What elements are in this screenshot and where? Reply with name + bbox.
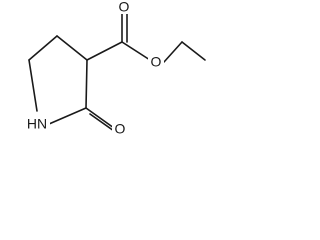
ester-carbonyl-oxygen-label: O [119,0,130,15]
bond-ch2-ch3 [181,41,206,61]
bond-ring-carbonyl-outer [85,107,115,129]
nitrogen-label: HN [27,116,47,132]
ester-ether-oxygen-background [148,54,164,70]
ring-carbonyl-oxygen-label: O [115,121,126,137]
ester-ether-oxygen-label: O [151,54,162,70]
bond-ring-c4-c5 [28,35,58,61]
bond-ring-carbonyl-inner [89,113,115,132]
bond-ring-c3-c4 [56,35,88,61]
bond-c3-ester-carbon [86,41,123,61]
bond-ring-n1-c2 [48,107,87,125]
nitrogen-label-background [24,116,50,132]
ring-carbonyl-oxygen-background [112,121,127,137]
bond-ring-c2-c3 [85,59,88,109]
bond-ring-c5-n1 [28,59,38,112]
bond-oxygen-ch2 [163,41,183,63]
bond-ester-carbon-oxygen [121,41,151,61]
ester-carbonyl-oxygen-background [116,0,132,14]
chemical-structure-diagram: HN O O O [24,0,206,137]
